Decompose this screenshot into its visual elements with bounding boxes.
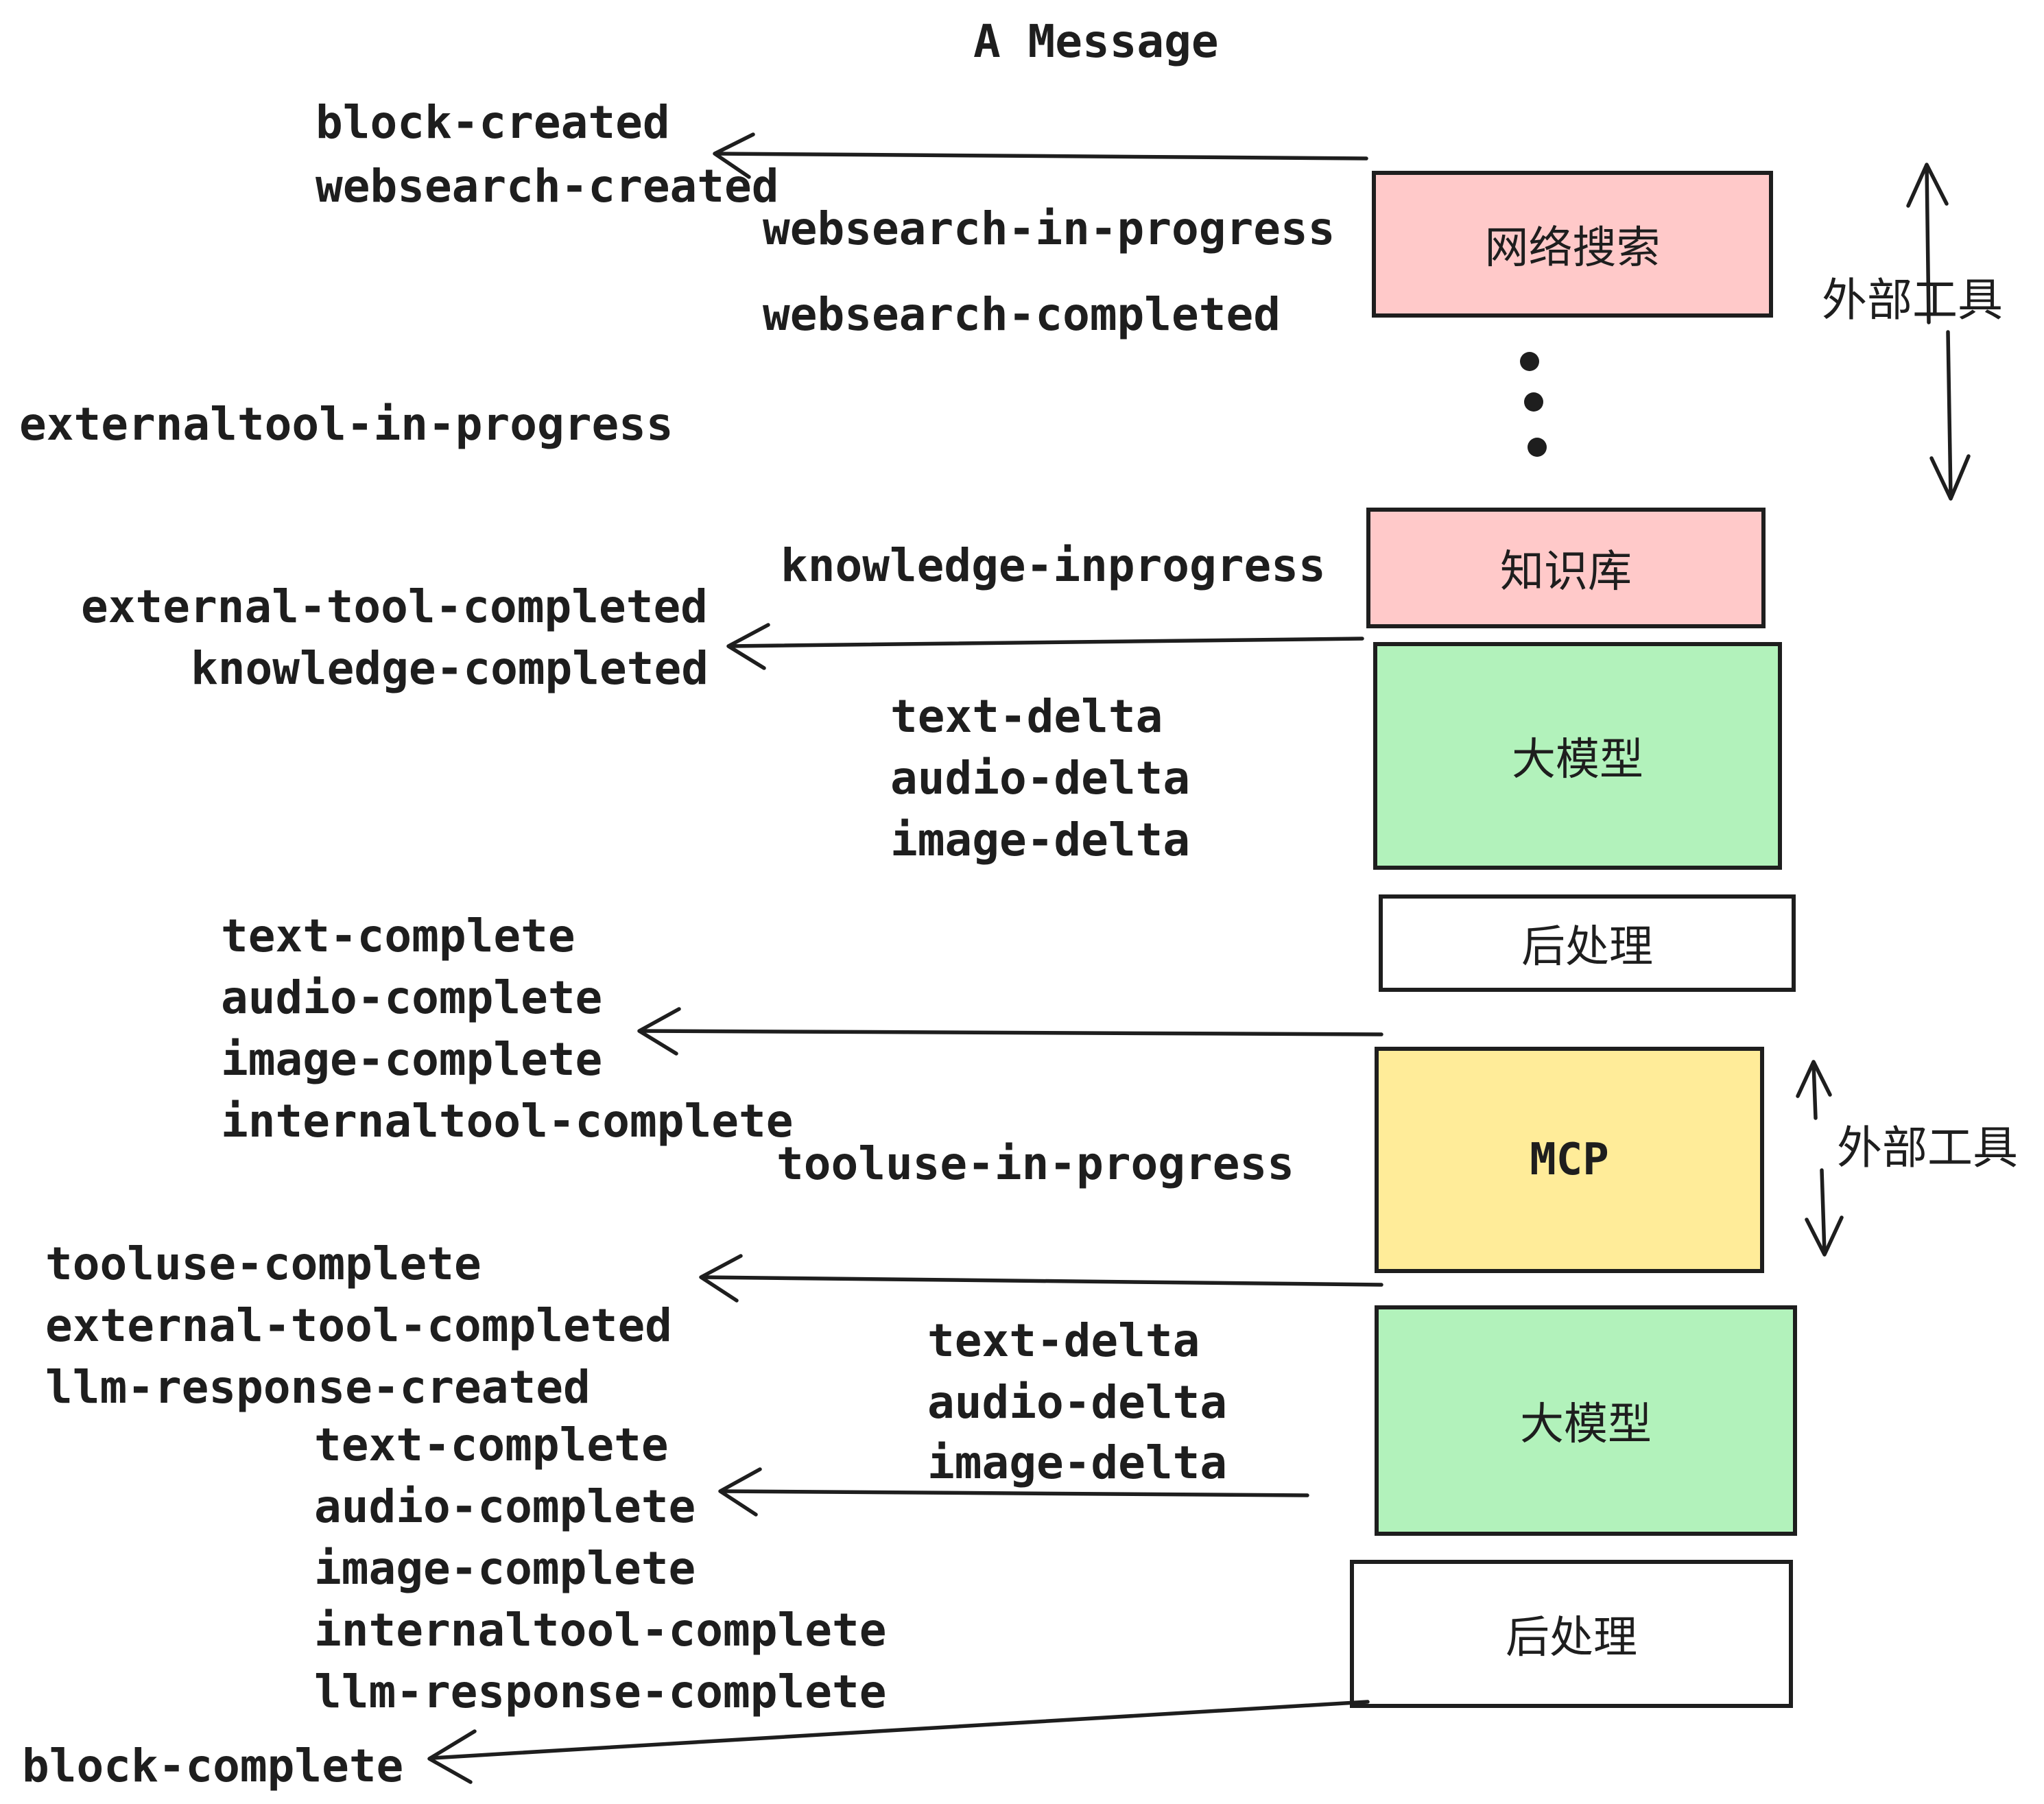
- event-external-tool-completed-1: external-tool-completed: [81, 580, 708, 633]
- event-image-complete-1: image-complete: [221, 1033, 603, 1086]
- event-tooluse-complete: tooluse-complete: [45, 1237, 482, 1290]
- event-internaltool-complete-2: internaltool-complete: [314, 1604, 887, 1657]
- arrow-external-tools-1-down: [1929, 330, 1971, 501]
- arrow-external-tools-2-down: [1805, 1168, 1844, 1257]
- side-label-external-tools-1: 外部工具: [1822, 274, 2003, 325]
- event-websearch-in-progress: websearch-in-progress: [763, 202, 1335, 255]
- side-label-external-tools-2: 外部工具: [1837, 1122, 2018, 1173]
- arrow-to-knowledge-completed: [726, 623, 1364, 670]
- node-postprocess-1: 后处理: [1379, 894, 1796, 992]
- event-text-delta-2: text-delta: [927, 1314, 1200, 1367]
- event-knowledge-inprogress: knowledge-inprogress: [781, 539, 1326, 592]
- node-llm-2-label: 大模型: [1520, 1399, 1652, 1449]
- node-knowledge: 知识库: [1366, 508, 1766, 628]
- event-audio-complete-2: audio-complete: [314, 1480, 696, 1533]
- node-llm-1: 大模型: [1373, 642, 1782, 870]
- node-knowledge-label: 知识库: [1500, 547, 1632, 596]
- event-external-tool-completed-2: external-tool-completed: [45, 1299, 672, 1352]
- node-mcp-label: MCP: [1530, 1135, 1609, 1185]
- event-audio-delta-2: audio-delta: [927, 1376, 1228, 1429]
- event-block-complete: block-complete: [22, 1740, 404, 1792]
- event-websearch-created: websearch-created: [316, 160, 779, 213]
- event-tooluse-in-progress: tooluse-in-progress: [776, 1137, 1294, 1190]
- event-image-complete-2: image-complete: [314, 1542, 696, 1595]
- arrow-external-tools-2-up: [1796, 1060, 1832, 1120]
- arrow-to-block-created: [713, 132, 1368, 179]
- node-postprocess-1-label: 后处理: [1521, 922, 1653, 971]
- node-websearch: 网络搜索: [1372, 171, 1773, 318]
- event-image-delta-1: image-delta: [890, 814, 1191, 866]
- event-knowledge-completed: knowledge-completed: [191, 642, 709, 695]
- arrow-to-image-complete: [637, 1007, 1383, 1056]
- event-audio-delta-1: audio-delta: [890, 752, 1191, 805]
- event-block-created: block-created: [316, 96, 670, 149]
- event-llm-response-complete: llm-response-complete: [314, 1665, 887, 1718]
- node-postprocess-2-label: 后处理: [1506, 1613, 1637, 1662]
- event-text-delta-1: text-delta: [890, 690, 1163, 743]
- arrow-to-tooluse-complete: [699, 1254, 1383, 1303]
- event-audio-complete-1: audio-complete: [221, 971, 603, 1024]
- event-internaltool-complete-1: internaltool-complete: [221, 1095, 794, 1148]
- node-mcp: MCP: [1375, 1047, 1764, 1273]
- node-websearch-label: 网络搜索: [1484, 223, 1661, 272]
- diagram-title: A Message: [973, 15, 1219, 68]
- node-llm-1-label: 大模型: [1512, 735, 1643, 784]
- event-text-complete-2: text-complete: [314, 1419, 669, 1471]
- event-text-complete-1: text-complete: [221, 910, 575, 962]
- event-websearch-completed: websearch-completed: [763, 288, 1281, 341]
- event-llm-response-created: llm-response-created: [45, 1361, 591, 1414]
- event-image-delta-2: image-delta: [927, 1436, 1228, 1489]
- node-postprocess-2: 后处理: [1350, 1560, 1793, 1708]
- node-llm-2: 大模型: [1375, 1305, 1797, 1536]
- ellipsis-dots: [1520, 352, 1547, 457]
- event-externaltool-in-progress: externaltool-in-progress: [19, 398, 674, 451]
